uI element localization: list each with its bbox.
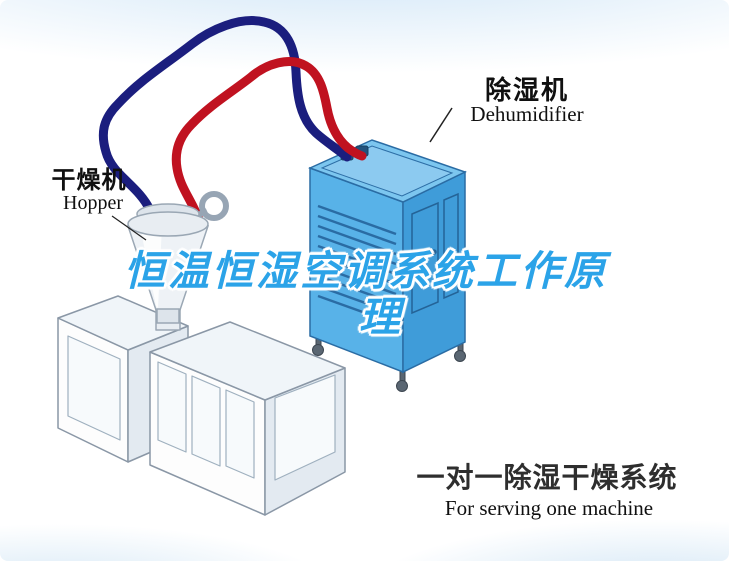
pipe-navy — [98, 16, 352, 215]
side-door-panels — [411, 192, 459, 315]
hopper-lid — [127, 211, 209, 237]
caption-en: For serving one machine — [444, 496, 654, 520]
dehumidifier-label-zh: 除湿机 — [484, 75, 570, 105]
dehumidifier-illustration — [308, 139, 467, 392]
page-title-line1: 恒温恒湿空调系统工作原 — [124, 248, 608, 294]
pipe-red — [171, 57, 367, 227]
caster-wheels-icon — [312, 333, 466, 392]
door-panels — [157, 361, 336, 481]
pointer-line-dehumidifier — [429, 107, 453, 143]
pointer-line-hopper — [111, 215, 147, 241]
hopper-illustration — [126, 191, 229, 324]
hopper-label-zh: 干燥机 — [51, 167, 127, 194]
loop-pipe-icon — [199, 191, 229, 221]
hopper-label-en: Hopper — [63, 192, 123, 214]
extruder-illustration — [57, 295, 346, 516]
dehumidifier-label-en: Dehumidifier — [470, 102, 584, 126]
louver-vents-icon — [317, 204, 397, 326]
page-title-line2: 理 — [359, 294, 403, 340]
caption-zh: 一对一除湿干燥系统 — [416, 462, 678, 493]
